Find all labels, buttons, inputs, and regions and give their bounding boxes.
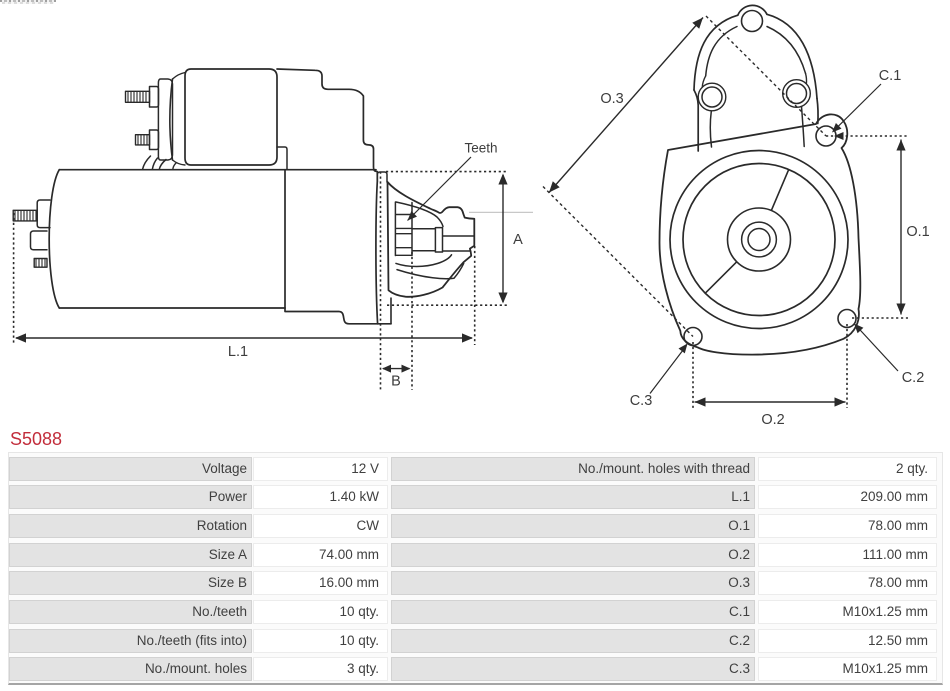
svg-text:O.3: O.3 bbox=[600, 91, 623, 107]
svg-text:B: B bbox=[391, 374, 401, 390]
svg-text:C.3: C.3 bbox=[630, 393, 653, 409]
svg-text:L.1: L.1 bbox=[228, 344, 248, 360]
svg-text:C.2: C.2 bbox=[902, 370, 925, 386]
svg-text:C.1: C.1 bbox=[879, 68, 902, 84]
svg-text:O.2: O.2 bbox=[761, 412, 784, 428]
svg-text:A: A bbox=[513, 232, 523, 248]
svg-text:Teeth: Teeth bbox=[464, 141, 497, 156]
svg-text:O.1: O.1 bbox=[906, 224, 929, 240]
